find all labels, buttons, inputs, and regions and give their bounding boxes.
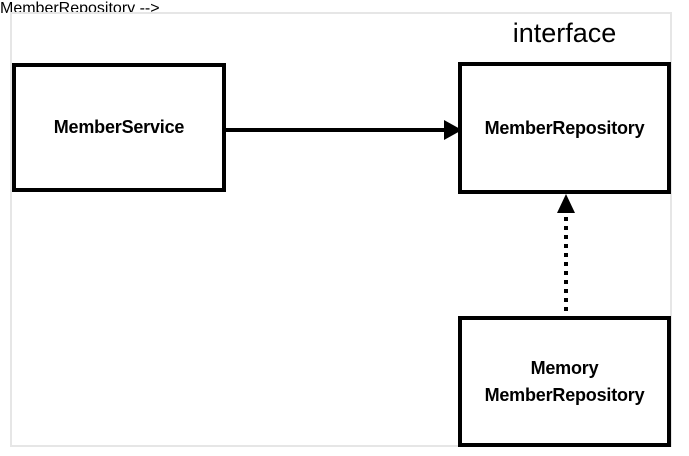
class-box-member-service-label: MemberService bbox=[53, 117, 185, 138]
dependency-arrowhead-icon bbox=[444, 120, 462, 140]
class-box-member-repository[interactable]: MemberRepository bbox=[458, 62, 671, 194]
dependency-arrow-svg bbox=[224, 120, 462, 140]
class-box-memory-member-repository[interactable]: Memory MemberRepository bbox=[458, 316, 671, 447]
class-box-memory-member-repository-label: Memory MemberRepository bbox=[484, 358, 645, 405]
class-box-member-service[interactable]: MemberService bbox=[12, 63, 226, 192]
realization-arrow-svg bbox=[557, 194, 575, 320]
realization-arrow-memory-to-repository bbox=[548, 192, 584, 320]
class-box-member-repository-label: MemberRepository bbox=[484, 117, 645, 138]
interface-stereotype-label: interface bbox=[512, 18, 617, 48]
dependency-arrow-service-to-repository bbox=[222, 116, 464, 144]
realization-arrowhead-icon bbox=[557, 194, 575, 213]
